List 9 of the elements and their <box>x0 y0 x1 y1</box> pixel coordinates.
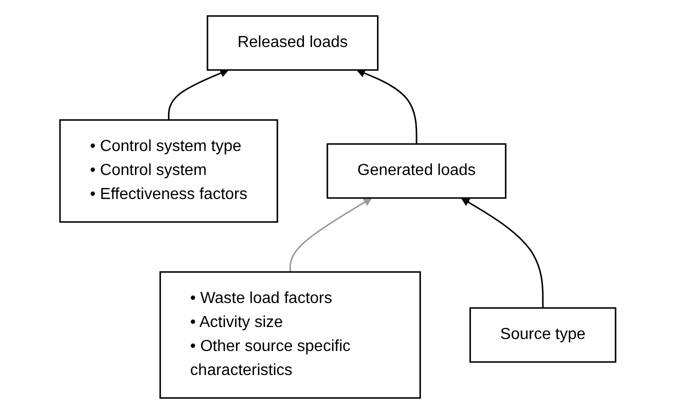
node-box: • Control system type • Control system • Effectiveness factors <box>58 118 278 222</box>
arrow <box>356 68 417 144</box>
arrow <box>289 197 372 272</box>
node-box: Source type <box>469 306 616 362</box>
node-box: Released loads <box>206 14 378 70</box>
node-box: Generated loads <box>326 142 506 198</box>
node-box: • Waste load factors • Activity size • Other source specific characteristics <box>159 270 421 398</box>
arrow <box>168 68 228 120</box>
arrow <box>460 197 544 308</box>
